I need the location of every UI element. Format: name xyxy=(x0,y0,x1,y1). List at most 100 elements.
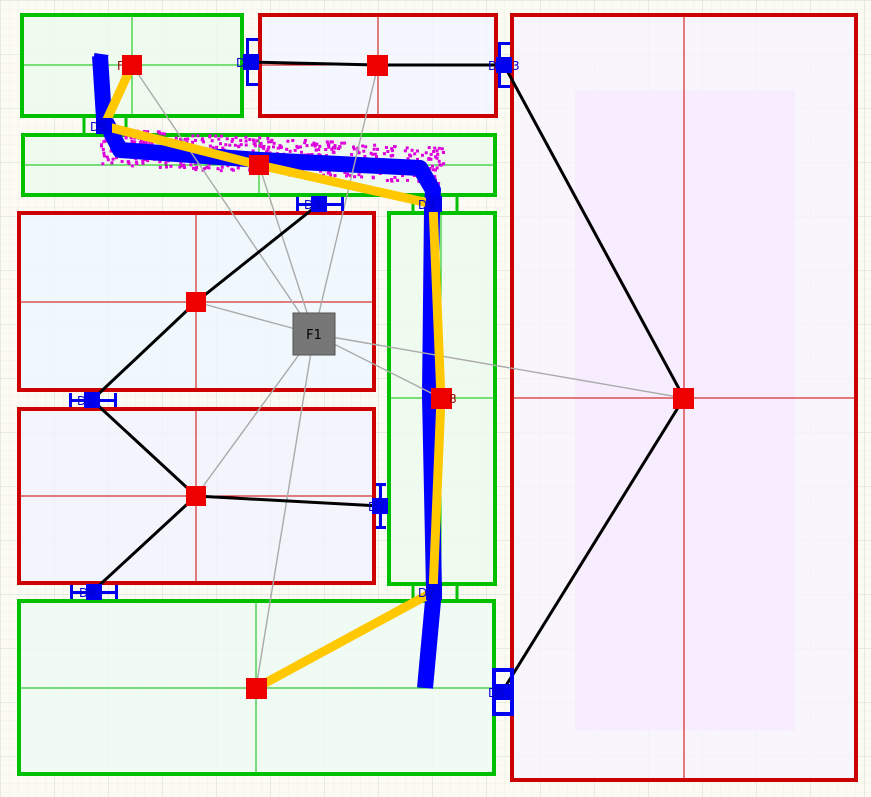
door-top-right: D 3 xyxy=(488,42,520,88)
scatter-point xyxy=(406,157,410,161)
scatter-point xyxy=(440,147,444,151)
scatter-point xyxy=(244,143,248,147)
scatter-point xyxy=(361,144,365,148)
door-d3: D3 xyxy=(296,196,344,212)
door-label: D7 xyxy=(368,500,385,514)
scatter-point xyxy=(390,149,394,153)
scatter-point xyxy=(413,152,417,156)
scatter-point xyxy=(293,148,297,152)
scatter-point xyxy=(164,161,168,165)
scatter-point xyxy=(305,144,309,148)
scatter-point xyxy=(252,142,256,146)
scatter-point xyxy=(415,149,419,153)
scatter-point xyxy=(102,154,106,158)
door-d1: D1 xyxy=(69,392,117,408)
scatter-point xyxy=(272,145,275,149)
scatter-point xyxy=(427,146,431,150)
scatter-point xyxy=(313,144,317,148)
scatter-point xyxy=(267,145,271,149)
door-label: D9 xyxy=(418,198,435,212)
scatter-point xyxy=(179,137,182,141)
node-right-hall xyxy=(673,388,694,409)
scatter-point xyxy=(157,130,161,134)
scatter-point xyxy=(353,175,357,179)
node-label: 8 xyxy=(449,392,457,406)
scatter-point xyxy=(431,168,435,172)
door-d9-lower: D9 xyxy=(70,584,118,600)
door-d7-lower: D7 xyxy=(418,584,442,600)
node-left-lower xyxy=(186,486,206,506)
scatter-point xyxy=(428,167,432,170)
scatter-point xyxy=(346,172,350,176)
door-label: D xyxy=(236,56,245,70)
scatter-point xyxy=(303,141,307,145)
scatter-point xyxy=(385,179,389,182)
scatter-point xyxy=(376,147,379,151)
scatter-point xyxy=(100,143,103,147)
door-label: D5 xyxy=(90,120,107,134)
scatter-point xyxy=(104,139,107,143)
scatter-point xyxy=(437,159,441,163)
scatter-point xyxy=(179,161,183,165)
scatter-point xyxy=(434,155,438,159)
scatter-point xyxy=(437,146,441,150)
scatter-point xyxy=(221,146,225,150)
door-label: D6 xyxy=(488,686,505,700)
scatter-point xyxy=(207,166,211,170)
scatter-point xyxy=(181,164,185,168)
scatter-point xyxy=(231,168,235,172)
scatter-point xyxy=(285,147,289,151)
door-d5: D5 xyxy=(90,118,112,134)
scatter-point xyxy=(269,140,273,144)
scatter-point xyxy=(211,146,215,150)
scatter-point xyxy=(183,166,186,169)
scatter-point xyxy=(194,168,198,172)
scatter-point xyxy=(141,159,145,163)
scatter-point xyxy=(225,137,229,141)
scatter-point xyxy=(234,136,238,139)
scatter-point xyxy=(194,138,197,142)
scatter-point xyxy=(329,140,333,144)
scatter-point xyxy=(401,174,404,178)
scatter-point xyxy=(120,160,124,163)
scatter-point xyxy=(183,137,187,141)
scatter-point xyxy=(330,147,334,151)
scatter-point xyxy=(146,130,150,134)
scatter-point xyxy=(310,143,314,147)
door-label: D7 xyxy=(418,586,435,600)
scatter-point xyxy=(114,156,118,160)
scatter-point xyxy=(267,140,271,144)
scatter-point xyxy=(390,147,394,151)
scatter-point xyxy=(319,169,323,173)
scatter-point xyxy=(325,140,329,144)
door-top-left: D xyxy=(236,38,259,86)
scatter-point xyxy=(372,147,376,151)
door-d7: D7 xyxy=(368,483,388,529)
scatter-point xyxy=(357,151,361,155)
scatter-point xyxy=(272,141,276,145)
scatter-point xyxy=(343,171,347,174)
scatter-point xyxy=(216,167,220,171)
scatter-point xyxy=(231,137,235,141)
scatter-point xyxy=(421,153,424,157)
scatter-point xyxy=(185,140,189,144)
scatter-point xyxy=(389,178,393,182)
scatter-point xyxy=(130,139,134,143)
hub-node[interactable]: F1 xyxy=(292,312,336,356)
scatter-point xyxy=(150,141,154,145)
scatter-point xyxy=(174,136,178,140)
scatter-point xyxy=(386,150,390,153)
scatter-point xyxy=(141,161,145,165)
scatter-point xyxy=(203,167,207,171)
scatter-point xyxy=(299,145,302,149)
scatter-point xyxy=(396,179,400,182)
scatter-point xyxy=(327,145,331,149)
scatter-point xyxy=(435,149,439,153)
scatter-point xyxy=(233,143,237,147)
scatter-point xyxy=(371,152,375,156)
scatter-point xyxy=(142,130,146,133)
scatter-point xyxy=(327,142,331,146)
scatter-point xyxy=(133,140,137,144)
scatter-point xyxy=(146,159,150,163)
scatter-point xyxy=(333,144,337,147)
